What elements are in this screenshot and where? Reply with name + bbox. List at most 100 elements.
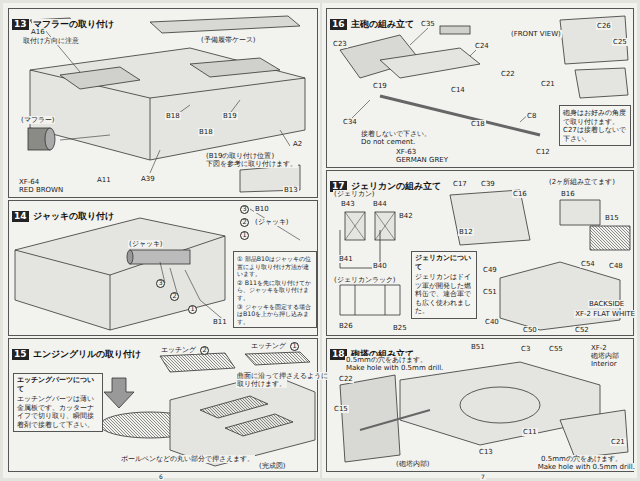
leader-line bbox=[352, 28, 531, 122]
part-label: (ジャッキ) bbox=[128, 240, 163, 248]
part-label: XF-2 FLAT WHITE bbox=[574, 310, 636, 318]
part-label: C23 bbox=[332, 40, 348, 48]
page-fold bbox=[321, 3, 322, 478]
part-label: B13 bbox=[283, 186, 299, 194]
part-label: C14 bbox=[450, 86, 466, 94]
note-box: ジェリカンについてジェリカンはドイツ軍が開発した燃料缶で、連合軍でも広く使われま… bbox=[411, 251, 477, 319]
note-box: エッチングパーツについてエッチングパーツは薄い金属板です。カッターナイフで切り取… bbox=[13, 373, 103, 432]
part-label: (予備履帯ケース) bbox=[200, 36, 256, 44]
callout-number: 2 bbox=[200, 346, 209, 355]
callout-number: 1 bbox=[290, 342, 299, 351]
part-label: C54 bbox=[580, 260, 596, 268]
part-label: C39 bbox=[480, 180, 496, 188]
part-label: C55 bbox=[548, 345, 564, 353]
part-label: B41 bbox=[338, 255, 354, 263]
part-label: RED BROWN bbox=[18, 186, 64, 194]
front-view bbox=[560, 16, 628, 64]
step15-drawing bbox=[100, 352, 315, 466]
part-label: B18 bbox=[165, 112, 181, 120]
callout-number: 2 bbox=[170, 292, 179, 301]
part-label: XF-64 bbox=[18, 178, 40, 186]
part-label: C25 bbox=[612, 38, 628, 46]
part-label: C12 bbox=[535, 148, 551, 156]
arrow bbox=[104, 378, 134, 408]
grille bbox=[225, 414, 293, 436]
part-label: GERMAN GREY bbox=[395, 156, 449, 164]
part-label: Make hole with 0.5mm drill. bbox=[345, 364, 444, 372]
rack bbox=[340, 285, 400, 315]
part-label: (マフラー) bbox=[20, 116, 55, 124]
part-label: 曲面に沿って押さえるように bbox=[236, 372, 329, 380]
part-label: B42 bbox=[398, 212, 414, 220]
part-label: C52 bbox=[574, 326, 590, 334]
stowage-bin bbox=[450, 190, 530, 245]
page-number: 6 bbox=[158, 473, 164, 480]
engine-deck bbox=[170, 374, 315, 466]
hull-edge bbox=[150, 98, 151, 160]
callout-number: 2 bbox=[240, 218, 249, 227]
part-label: (FRONT VIEW) bbox=[510, 30, 562, 38]
part-label: A2 bbox=[292, 140, 303, 148]
part-label: 砲塔内部 bbox=[590, 352, 620, 360]
note-box: ① 部品B10はジャッキの位置により取り付け方法が違います。② B11を先に取り… bbox=[233, 251, 317, 328]
part-label: XF-63 bbox=[395, 148, 417, 156]
note-text: 砲身はお好みの角度で取り付けます。C27は接着しないで下さい。 bbox=[563, 109, 627, 143]
callout-number: 1 bbox=[240, 231, 249, 240]
part-label: B51 bbox=[470, 343, 486, 351]
step-title: ジャッキの取り付け bbox=[32, 211, 115, 221]
grille bbox=[200, 396, 268, 418]
part-label: (B19の取り付け位置) bbox=[205, 152, 275, 160]
note-box: 砲身はお好みの角度で取り付けます。C27は接着しないで下さい。 bbox=[559, 105, 631, 146]
part-label: B16 bbox=[560, 190, 576, 198]
part-label: エッチング bbox=[250, 342, 287, 350]
part-label: BACKSIDE bbox=[588, 300, 625, 308]
part-label: B19 bbox=[222, 112, 238, 120]
part-label: B15 bbox=[604, 214, 620, 222]
part-label: C21 bbox=[540, 80, 556, 88]
step-title: エンジングリルの取り付け bbox=[32, 349, 142, 359]
etched-grille bbox=[160, 353, 235, 372]
part-label: ボールペンなどの丸い部分で押さえます。 bbox=[120, 455, 255, 463]
part-label: A39 bbox=[140, 175, 156, 183]
hull-edge bbox=[110, 275, 111, 330]
turret-bin bbox=[500, 262, 620, 330]
breech bbox=[380, 48, 480, 78]
track-case bbox=[150, 16, 300, 33]
part-label: C34 bbox=[342, 118, 358, 126]
part-label: B25 bbox=[392, 324, 408, 332]
part-label: Make hole with 0.5mm drill. bbox=[537, 463, 636, 471]
part-label: C48 bbox=[608, 262, 624, 270]
part-label: 0.5mmの穴をあけます。 bbox=[345, 356, 428, 364]
part-label: C22 bbox=[338, 375, 354, 383]
part-label: B12 bbox=[458, 228, 474, 236]
step17-drawing bbox=[340, 190, 630, 330]
part-label: Interior bbox=[590, 360, 618, 368]
part-label: (ジェリカン) bbox=[333, 190, 375, 198]
jack-end bbox=[127, 250, 133, 264]
part-label: A11 bbox=[96, 176, 112, 184]
part-label: B11 bbox=[212, 318, 228, 326]
part-label: C40 bbox=[484, 318, 500, 326]
part-label: 下図を参考に取り付けます。 bbox=[205, 160, 298, 168]
callout-number: 1 bbox=[188, 305, 197, 314]
deck-detail bbox=[60, 67, 140, 89]
muffler-end bbox=[45, 128, 55, 150]
part-label: (ジャッキ) bbox=[254, 218, 289, 226]
etched-grille bbox=[245, 352, 310, 365]
hull-rear bbox=[15, 218, 225, 330]
front-view bbox=[575, 68, 628, 98]
turret-side bbox=[560, 410, 628, 458]
jack bbox=[130, 250, 190, 264]
part-label: C50 bbox=[522, 326, 538, 334]
part-label: B44 bbox=[372, 200, 388, 208]
part-label: 取付け方向に注意 bbox=[22, 37, 80, 45]
part-label: C19 bbox=[372, 82, 388, 90]
step-number: 16 bbox=[330, 19, 347, 30]
part-label: C3 bbox=[520, 345, 531, 353]
hull-edge bbox=[15, 236, 225, 275]
plate bbox=[590, 226, 630, 250]
note-heading: エッチングパーツについて bbox=[17, 376, 99, 394]
part-label: C8 bbox=[526, 112, 537, 120]
step-panel: 15エンジングリルの取り付けエッチングパーツについてエッチングパーツは薄い金属板… bbox=[8, 338, 318, 472]
